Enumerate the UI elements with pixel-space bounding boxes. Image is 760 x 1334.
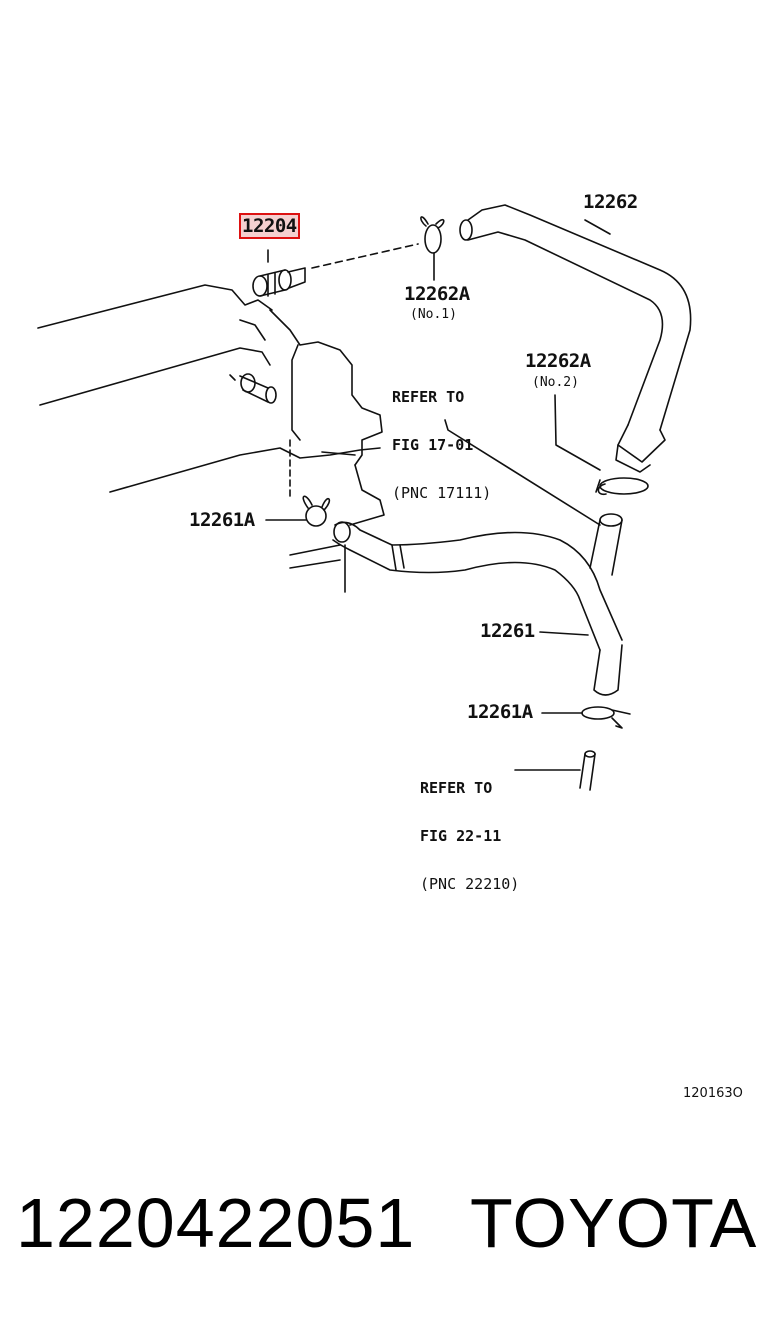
label-12262A-no2: 12262A [525, 350, 591, 372]
refer-fig-22-11: REFER TO FIG 22-11 (PNC 22210) [420, 748, 519, 908]
refer-pnc: (PNC 22210) [420, 875, 520, 893]
refer-head: REFER TO [392, 388, 465, 406]
part-number: 1220422051 [16, 1184, 416, 1262]
label-12262A-no1: 12262A [404, 283, 470, 305]
label-12262: 12262 [583, 191, 638, 213]
clamp-12262A-no2-drawing [554, 394, 649, 496]
highlighted-part-number: 12204 [239, 213, 300, 239]
hose-12262-drawing [459, 204, 692, 473]
clamp-12262A-no1-drawing [420, 216, 445, 281]
clamp-12261A-bottom-drawing [541, 706, 631, 729]
label-12261: 12261 [480, 620, 535, 642]
figure-code: 120163O [683, 1086, 743, 1101]
clamp-12261A-left-drawing [265, 495, 331, 527]
hose-12261-drawing [332, 419, 623, 696]
refer-fig: FIG 17-01 [392, 436, 474, 454]
label-no1: (No.1) [410, 307, 457, 322]
refer-fig: FIG 22-11 [420, 827, 502, 845]
refer-pnc: (PNC 17111) [392, 484, 492, 502]
engine-block-drawing [37, 284, 385, 593]
pcv-valve-drawing [252, 243, 419, 297]
label-12204[interactable]: 12204 [239, 213, 300, 239]
refer-fig-17-01: REFER TO FIG 17-01 (PNC 17111) [392, 357, 491, 517]
label-no2: (No.2) [532, 375, 579, 390]
label-12261A-left: 12261A [189, 509, 255, 531]
brand-name: TOYOTA [470, 1184, 758, 1262]
refer-head: REFER TO [420, 779, 493, 797]
label-12261A-bottom: 12261A [467, 701, 533, 723]
pipe-22-11-drawing [514, 750, 596, 791]
leader-lines [539, 631, 589, 636]
